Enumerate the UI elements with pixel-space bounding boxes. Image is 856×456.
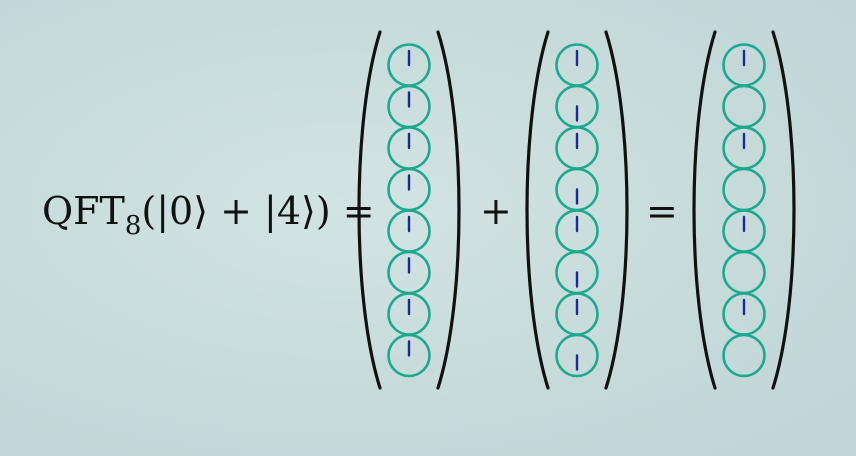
phase-circle — [555, 333, 599, 378]
qft-arguments: (|0⟩ + |4⟩) = — [141, 189, 374, 233]
plus-sign: + — [480, 189, 512, 233]
phase-circle — [722, 250, 766, 295]
equation-lhs: QFT8(|0⟩ + |4⟩) = — [42, 189, 375, 241]
right-parenthesis — [604, 30, 629, 390]
right-parenthesis — [436, 30, 461, 390]
phase-circle — [722, 333, 766, 378]
vector-qft-sum — [692, 30, 796, 390]
qft-label: QFT — [42, 189, 125, 233]
left-parenthesis — [525, 30, 550, 390]
vector-qft-ket-0 — [357, 30, 461, 390]
svg-text:QFT8(|0⟩ + |4⟩) =: QFT8(|0⟩ + |4⟩) = — [42, 189, 375, 241]
equals-sign: = — [646, 189, 678, 233]
left-parenthesis — [692, 30, 717, 390]
vector-qft-ket-4 — [525, 30, 629, 390]
phase-circle — [387, 333, 431, 378]
right-parenthesis — [771, 30, 796, 390]
phase-circle — [722, 167, 766, 212]
left-parenthesis — [357, 30, 382, 390]
phase-circle — [722, 84, 766, 129]
qft-subscript: 8 — [125, 211, 142, 241]
